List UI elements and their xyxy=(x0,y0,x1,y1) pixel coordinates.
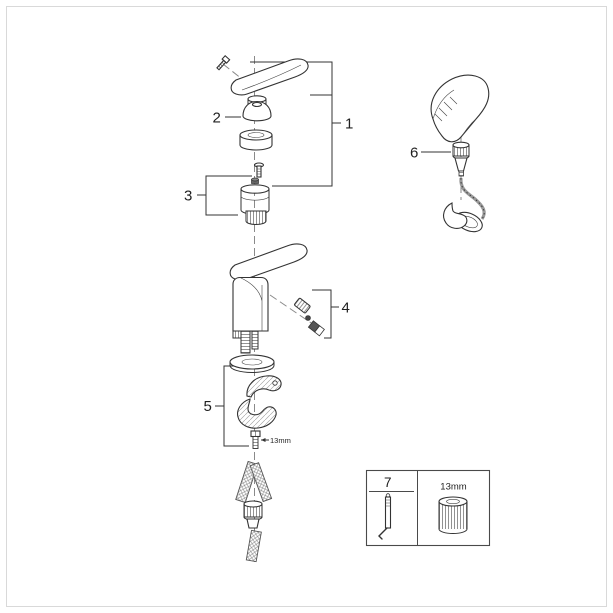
mounting-bracket xyxy=(237,398,277,429)
threaded-stud xyxy=(251,330,259,350)
callout-6: 6 xyxy=(410,145,451,162)
faucet-body xyxy=(229,243,308,354)
callout-5-label: 5 xyxy=(204,398,212,415)
hose-connector xyxy=(243,500,263,529)
wall-holder xyxy=(443,202,483,233)
mounting-bolt: 13mm xyxy=(250,430,291,449)
handle-screw xyxy=(216,54,231,71)
callout-2: 2 xyxy=(213,110,241,127)
escutcheon-ring xyxy=(239,129,273,151)
bolt-wrench-size-label: 13mm xyxy=(270,436,291,445)
hand-shower-set: 6 xyxy=(410,74,490,233)
shower-hose xyxy=(459,177,486,220)
dome-cap xyxy=(242,100,272,122)
callout-7-label: 7 xyxy=(384,475,392,490)
callout-4: 4 xyxy=(312,289,350,339)
callout-3-label: 3 xyxy=(184,188,192,205)
callout-2-label: 2 xyxy=(213,110,221,127)
callout-6-label: 6 xyxy=(410,145,418,162)
legend-wrench-size-label: 13mm xyxy=(440,482,466,493)
lever-handle xyxy=(230,58,309,109)
base-flange xyxy=(229,354,275,373)
callout-5: 5 xyxy=(204,365,249,447)
callout-4-label: 4 xyxy=(342,300,350,317)
installation-tool xyxy=(378,493,392,540)
cartridge xyxy=(240,177,270,225)
check-valves xyxy=(294,297,325,337)
shower-connector xyxy=(452,141,470,177)
main-faucet-exploded: 2 xyxy=(213,54,325,563)
callout-1-label: 1 xyxy=(345,116,353,133)
cartridge-screw xyxy=(253,162,265,178)
hook-washer xyxy=(246,375,282,398)
threaded-shank xyxy=(240,330,251,354)
supply-hoses xyxy=(235,460,273,563)
callout-3: 3 xyxy=(184,175,252,216)
legend-box: 7 13mm xyxy=(365,469,491,547)
hand-shower xyxy=(430,74,490,143)
hex-nut xyxy=(438,496,468,534)
